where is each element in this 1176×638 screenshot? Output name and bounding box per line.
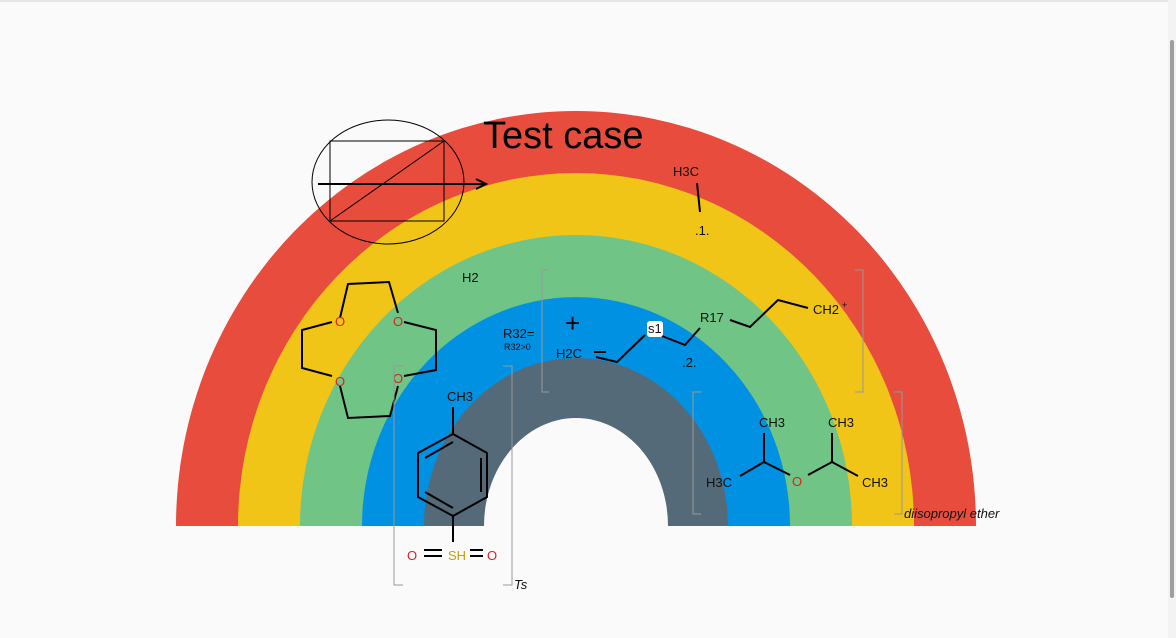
ether-name-label: diisopropyl ether (904, 506, 1000, 521)
ts-label: Ts (514, 577, 528, 592)
oxygen-atom-2: O (393, 314, 403, 329)
ether-bonds (739, 433, 859, 477)
sulfonyl-oxygen-left: O (407, 548, 417, 563)
alkyl-chain (594, 298, 809, 364)
scrollbar-thumb[interactable] (1170, 40, 1174, 598)
ether-h3c: H3C (706, 475, 732, 490)
toluene-ch3-label: CH3 (447, 389, 473, 404)
r17-label: R17 (700, 310, 724, 325)
ether-bracket (692, 391, 903, 515)
rainbow-hole (484, 418, 668, 526)
ether-ch3-b: CH3 (828, 415, 854, 430)
tosyl-bracket (393, 365, 513, 586)
ch2-label: CH2 (813, 302, 839, 317)
oxygen-atom-1: O (335, 314, 345, 329)
crown-ether-molecule (301, 280, 437, 420)
ether-oxygen: O (792, 474, 802, 489)
ether-ch3-a: CH3 (759, 415, 785, 430)
sulfur-atom: SH (448, 548, 466, 563)
methyl-group-top: H3C .1. (673, 164, 709, 238)
sulfonyl-oxygen-right: O (487, 548, 497, 563)
fragment-1-label: .1. (695, 223, 709, 238)
window-top-border (0, 0, 1176, 2)
vertical-scrollbar[interactable] (1168, 0, 1176, 638)
h2c-label: H2C (556, 346, 582, 361)
s1-label-box (647, 321, 663, 337)
s1-label: s1 (648, 321, 662, 336)
h2-label: H2 (462, 270, 479, 285)
ch2-charge: + (842, 300, 847, 310)
plus-sign: + (565, 308, 580, 338)
benzene-ring (417, 407, 488, 557)
fragment-2-label: .2. (682, 355, 696, 370)
ether-ch3-c: CH3 (862, 475, 888, 490)
r32-label: R32= (503, 326, 534, 341)
ellipse-arrow-shape (311, 119, 489, 245)
h3c-label: H3C (673, 164, 699, 179)
r32-condition-label: R32>0 (504, 342, 531, 352)
oxygen-atom-3: O (335, 374, 345, 389)
chain-bracket (541, 269, 864, 393)
page-title: Test case (483, 115, 644, 157)
oxygen-atom-4: O (393, 371, 403, 386)
